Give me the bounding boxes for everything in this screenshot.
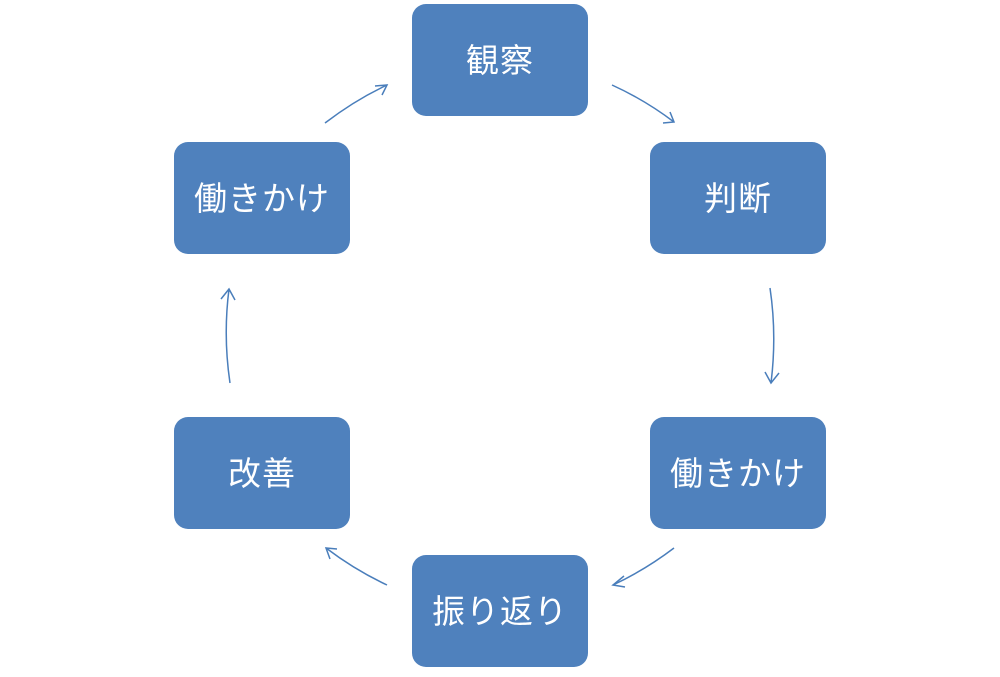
arrow-observe-to-judge [611, 84, 675, 123]
node-judge: 判断 [650, 142, 826, 254]
node-observe: 観察 [412, 4, 588, 116]
node-act-right: 働きかけ [650, 417, 826, 529]
arrow-reflect-to-improve [325, 547, 388, 586]
arrowhead-act-to-reflect [611, 575, 626, 588]
node-act-left: 働きかけ [174, 142, 350, 254]
node-judge-label: 判断 [704, 178, 772, 218]
node-reflect-label: 振り返り [432, 591, 568, 631]
node-reflect: 振り返り [412, 555, 588, 667]
node-act-left-label: 働きかけ [194, 178, 330, 218]
node-observe-label: 観察 [466, 40, 534, 80]
arrowhead-reflect-to-improve [324, 547, 338, 560]
node-improve: 改善 [174, 417, 350, 529]
node-improve-label: 改善 [228, 453, 296, 493]
arrowhead-improve-to-act [220, 287, 236, 301]
arrow-judge-to-act [769, 287, 775, 384]
arrow-act-to-observe [324, 84, 388, 124]
arrowhead-observe-to-judge [662, 111, 676, 124]
arrow-improve-to-act [225, 288, 231, 384]
arrow-act-to-reflect [612, 547, 675, 586]
arrowhead-judge-to-act [764, 371, 780, 385]
node-act-right-label: 働きかけ [670, 453, 806, 493]
arrowhead-act-to-observe [374, 84, 389, 96]
